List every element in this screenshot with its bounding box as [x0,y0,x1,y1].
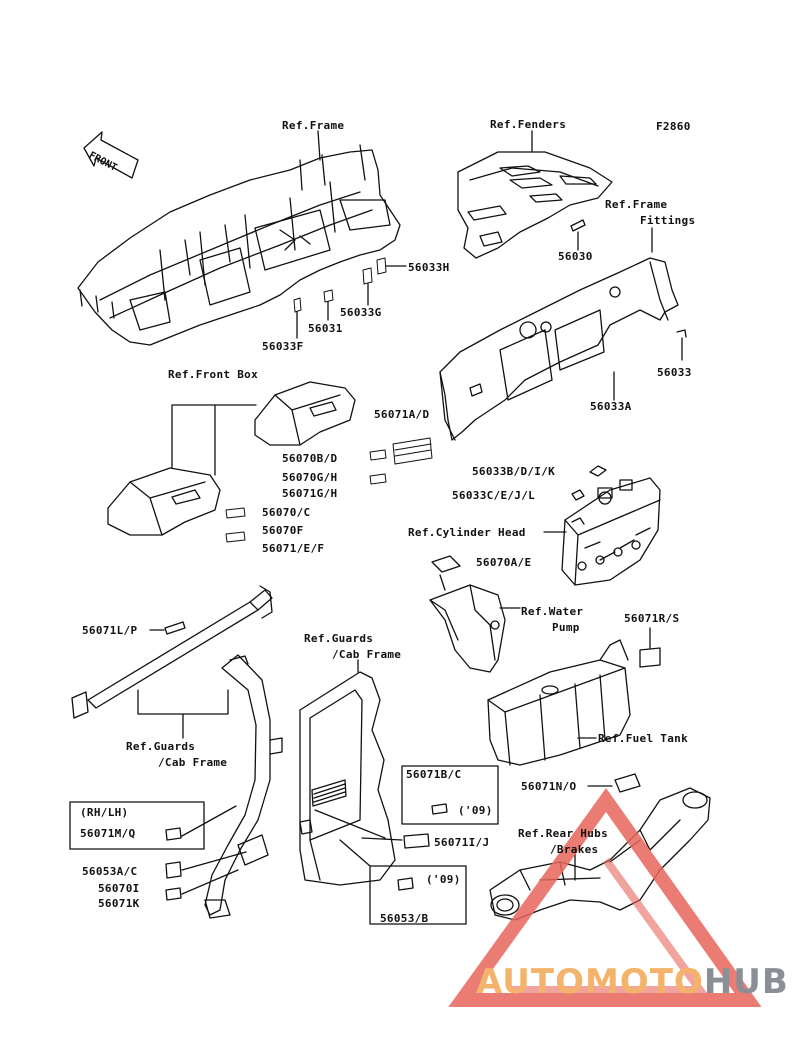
front-box-leader [171,404,257,476]
watermark-logo: AUTOMOTOHUB [476,962,789,1002]
decal-56030 [570,219,586,232]
box-rh-lh [69,801,205,850]
label-ref-rear-hubs-2: /Brakes [550,843,599,856]
label-ref-fuel-tank: Ref.Fuel Tank [598,732,688,745]
year-09-a: ('09) [458,804,493,817]
watermark-text-2: HUB [703,962,789,1002]
decal-56053AC [165,861,182,879]
part-56030: 56030 [558,250,593,263]
label-ref-water-pump-2: Pump [552,621,580,634]
cylinder-head-drawing [561,477,661,586]
frame-drawing [77,144,401,346]
part-56071BC: 56071B/C [406,768,462,781]
part-56071NO: 56071N/O [521,780,577,793]
part-56071EF: 56071/E/F [262,542,325,555]
label-ref-guards-center-1: Ref.Guards [304,632,374,645]
leader-56071IJ [361,837,403,841]
part-56070I: 56070I [98,882,140,895]
year-09-b: ('09) [426,873,461,886]
part-56070C: 56070/C [262,506,311,519]
leader-guards-left [137,689,229,739]
part-56071K: 56071K [98,897,140,910]
part-56071RS: 56071R/S [624,612,680,625]
decal-56071IJ [403,833,430,849]
decal-56071MQ [165,827,182,841]
leader-56070AE [439,574,446,591]
leader-56070I [181,869,239,895]
part-56053AC: 56053A/C [82,865,138,878]
part-56071GH: 56071G/H [282,487,338,500]
part-56033BDIK: 56033B/D/I/K [472,465,556,478]
label-rh-lh: (RH/LH) [80,806,129,819]
decal-56070AE [431,555,461,573]
decal-56033BDIK [589,465,607,477]
watermark-text-1: AUTOMOTO [476,962,704,1002]
leader-frame [317,130,321,161]
box-56053B [369,865,467,925]
label-ref-rear-hubs-1: Ref.Rear Hubs [518,827,608,840]
label-ref-front-box: Ref.Front Box [168,368,258,381]
part-56033A: 56033A [590,400,632,413]
decal-56071RS [639,647,661,668]
decal-56033CEJL [571,489,585,501]
label-ref-water-pump-1: Ref.Water [521,605,584,618]
part-56053B: 56053/B [380,912,429,925]
decal-56071NO [614,773,641,793]
part-56033CEJL: 56033C/E/J/L [452,489,536,502]
rear-hubs-drawing [489,787,711,921]
decal-56071LP [164,621,186,635]
guard-tube-drawing [204,654,283,919]
fenders-drawing [457,151,613,259]
part-56033: 56033 [657,366,692,379]
part-56070F: 56070F [262,524,304,537]
label-ref-frame: Ref.Frame [282,119,345,132]
front-box-decals [225,437,433,543]
label-ref-fenders: Ref.Fenders [490,118,567,131]
part-56033G: 56033G [340,306,382,319]
part-56070GH: 56070G/H [282,471,338,484]
watermark-triangle-icon [448,787,762,1007]
box-56071BC [401,765,499,825]
label-ref-guards-left-2: /Cab Frame [158,756,228,769]
part-56031: 56031 [308,322,343,335]
label-ref-frame-fittings-1: Ref.Frame [605,198,668,211]
front-arrow-icon [83,131,139,179]
fuel-tank-drawing [487,639,631,766]
part-56071MQ: 56071M/Q [80,827,136,840]
leader-56053AC [181,851,247,871]
figure-code: F2860 [656,120,691,133]
part-56071AD: 56071A/D [374,408,430,421]
dashboard-drawing [439,257,679,441]
leader-56071MQ [181,805,237,837]
part-56070BD: 56070B/D [282,452,338,465]
part-56071LP: 56071L/P [82,624,138,637]
decal-56071BC [431,803,448,815]
part-56033F: 56033F [262,340,304,353]
label-ref-frame-fittings-2: Fittings [640,214,696,227]
part-56071IJ: 56071I/J [434,836,490,849]
decal-56033 [676,329,687,338]
leader-56053B [339,839,371,867]
decal-56070I [165,887,182,901]
front-box-upper-drawing [254,381,356,446]
label-ref-guards-left-1: Ref.Guards [126,740,196,753]
cab-door-drawing [299,671,396,886]
frame-decals [293,257,387,313]
water-pump-drawing [429,584,506,673]
decal-56053B [397,877,414,891]
guard-bar-drawing [71,585,273,719]
part-56070AE: 56070A/E [476,556,532,569]
part-56033H: 56033H [408,261,450,274]
front-box-lower-drawing [107,467,221,536]
label-ref-cylinder-head: Ref.Cylinder Head [408,526,526,539]
label-ref-guards-center-2: /Cab Frame [332,648,402,661]
